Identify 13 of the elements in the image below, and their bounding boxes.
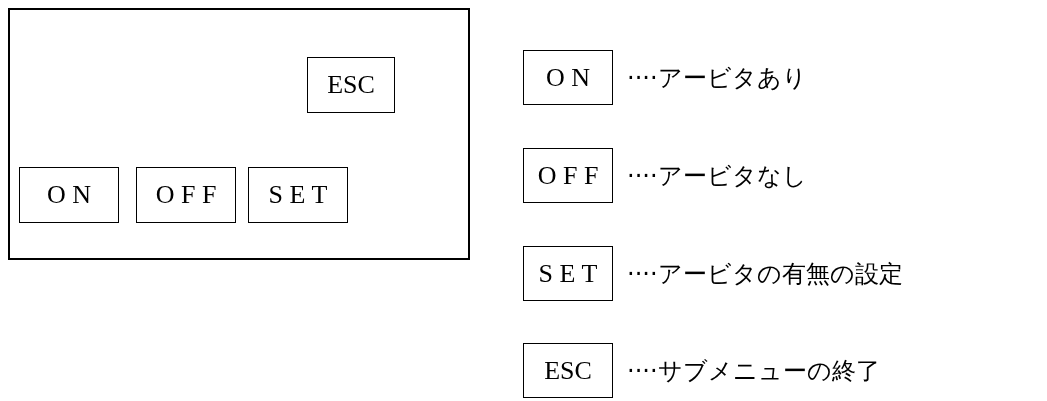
key-description: ····サブメニューの終了	[627, 356, 880, 387]
panel-key: O N	[19, 167, 119, 223]
key-symbol: S E T	[523, 246, 613, 301]
key-symbol: O F F	[523, 148, 613, 203]
key-description: ····アービタの有無の設定	[627, 259, 903, 290]
control-panel	[8, 8, 470, 260]
panel-key: ESC	[307, 57, 395, 113]
panel-key: O F F	[136, 167, 236, 223]
key-description: ····アービタあり	[627, 63, 807, 94]
key-symbol: O N	[523, 50, 613, 105]
key-description: ····アービタなし	[627, 161, 807, 192]
panel-key: S E T	[248, 167, 348, 223]
key-symbol: ESC	[523, 343, 613, 398]
